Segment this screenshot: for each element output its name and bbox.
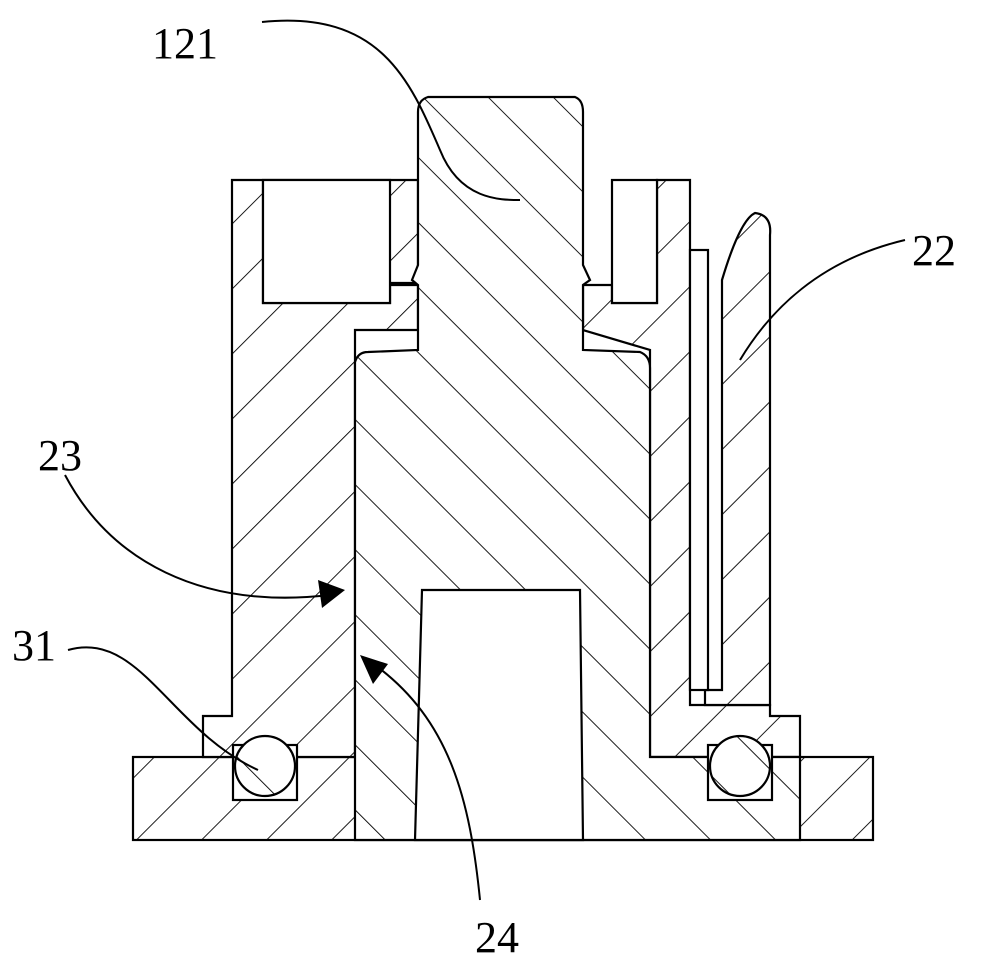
label-23: 23 (38, 431, 82, 480)
left-top-cavity (263, 180, 390, 303)
slot-gap (690, 250, 708, 690)
sleeve-22 (705, 213, 770, 705)
right-o-ring (710, 736, 770, 796)
right-top-cavity (612, 180, 657, 303)
inner-bore (415, 590, 583, 840)
label-24: 24 (475, 913, 519, 962)
label-22: 22 (912, 226, 956, 275)
label-121: 121 (152, 19, 218, 68)
label-31: 31 (12, 621, 56, 670)
left-o-ring-31 (235, 736, 295, 796)
